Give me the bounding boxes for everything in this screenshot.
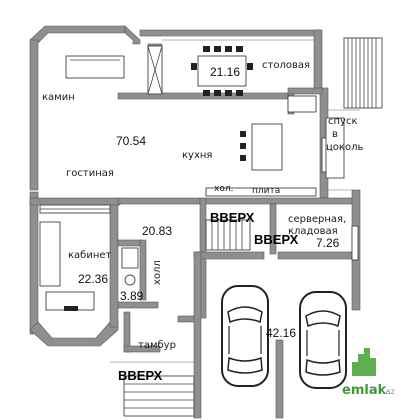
label-vverkh-entry: ВВЕРХ xyxy=(118,368,163,383)
label-vverkh-hall: ВВЕРХ xyxy=(210,210,255,225)
area-garage: 42.16 xyxy=(266,326,296,340)
area-hall: 20.83 xyxy=(142,224,172,238)
area-kabinet: 22.36 xyxy=(78,272,108,286)
label-stolovaya: столовая xyxy=(262,60,310,71)
logo-name: emlak xyxy=(342,383,387,398)
car-right xyxy=(299,291,347,389)
label-tambur: тамбур xyxy=(138,340,176,351)
label-gostinaya: гостиная xyxy=(66,168,114,179)
label-kabinet: кабинет xyxy=(68,250,112,261)
room-labels: камин столовая 21.16 спуск в цоколь 70.5… xyxy=(42,60,363,383)
interior-stairs xyxy=(110,219,251,417)
label-spusk-1: спуск xyxy=(328,116,358,127)
label-spusk-3: цоколь xyxy=(326,142,363,153)
label-kholl: холл xyxy=(152,260,163,285)
area-stolovaya: 21.16 xyxy=(210,65,240,79)
area-living: 70.54 xyxy=(116,134,146,148)
windows xyxy=(39,35,359,261)
car-left xyxy=(221,285,269,387)
label-spusk-2: в xyxy=(332,129,338,140)
label-khol-short: хол. xyxy=(214,184,233,194)
label-servernaya-2: кладовая xyxy=(288,226,338,237)
label-kamin: камин xyxy=(42,92,75,103)
logo-suffix: .az xyxy=(383,387,395,396)
area-wc: 3.89 xyxy=(120,289,144,303)
emlak-logo: emlak .az xyxy=(342,348,395,398)
logo-city-icon xyxy=(352,348,376,376)
label-servernaya-1: серверная, xyxy=(288,214,346,225)
label-kukhnya: кухня xyxy=(182,150,212,161)
label-vverkh-server: ВВЕРХ xyxy=(254,232,299,247)
terrace-stairs xyxy=(328,37,383,191)
furniture xyxy=(39,46,345,311)
label-plita: плита xyxy=(252,186,280,196)
area-servernaya: 7.26 xyxy=(316,236,340,250)
